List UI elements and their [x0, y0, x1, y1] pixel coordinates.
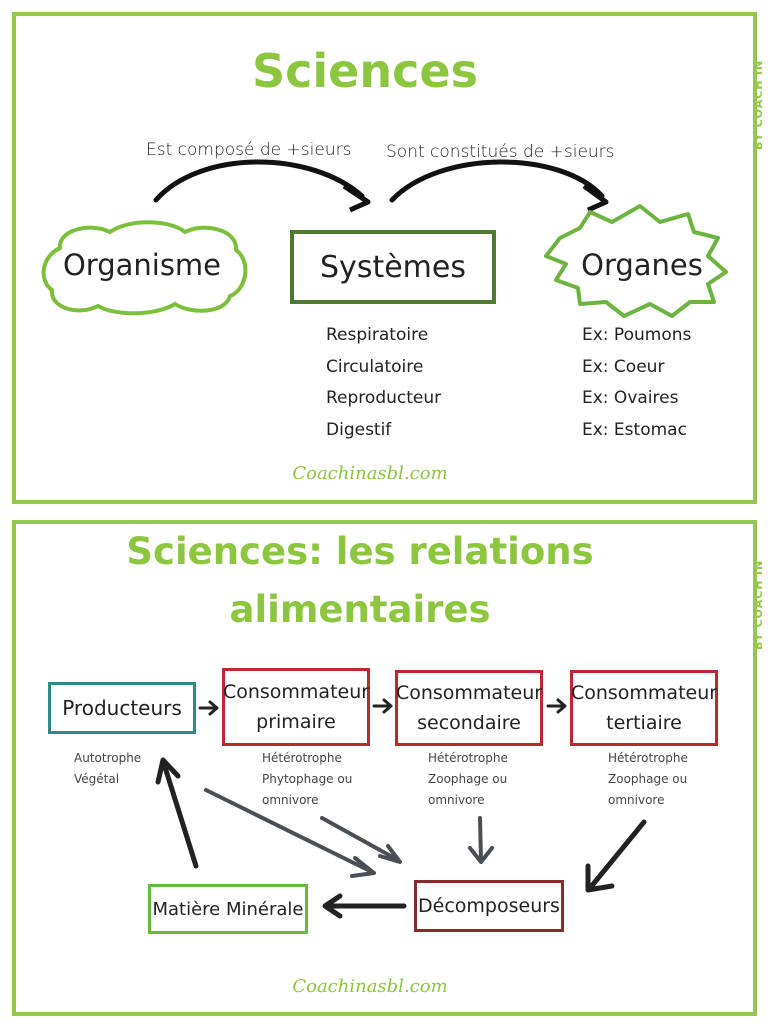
organes-label: Organes	[581, 248, 703, 282]
organe-item: Ex: Coeur	[582, 356, 665, 377]
primaire-desc: Hétérotrophe Phytophage ou omnivore	[262, 748, 352, 811]
organisme-label: Organisme	[62, 248, 222, 282]
desc-line: Phytophage ou	[262, 772, 353, 786]
desc-line: omnivore	[428, 793, 485, 807]
producteurs-desc: Autotrophe Végétal	[74, 748, 141, 790]
systeme-item: Digestif	[326, 419, 392, 440]
desc-line: Hétérotrophe	[262, 751, 342, 765]
desc-line: Végétal	[74, 772, 120, 786]
organe-item: Ex: Estomac	[582, 419, 687, 440]
primaire-box: Consommateur primaire	[222, 668, 370, 746]
systemes-box: Systèmes	[290, 230, 496, 304]
secondaire-label-2: secondaire	[417, 712, 521, 734]
producteurs-box: Producteurs	[48, 682, 196, 734]
secondaire-desc: Hétérotrophe Zoophage ou omnivore	[428, 748, 508, 811]
systemes-label: Systèmes	[320, 249, 466, 285]
primaire-label-1: Consommateur	[222, 681, 370, 703]
panel2-footer: Coachinasbl.com	[292, 976, 448, 997]
matiere-label: Matière Minérale	[152, 898, 304, 920]
systemes-list: Respiratoire Circulatoire Reproducteur D…	[326, 320, 441, 446]
panel1-title: Sciences	[252, 44, 478, 98]
desc-line: Zoophage ou	[428, 772, 508, 786]
primaire-label-2: primaire	[256, 711, 336, 733]
organes-list: Ex: Poumons Ex: Coeur Ex: Ovaires Ex: Es…	[582, 320, 691, 446]
panel-relations-alimentaires	[12, 520, 757, 1016]
desc-line: Hétérotrophe	[608, 751, 688, 765]
arrow-matiere-producteurs	[161, 761, 199, 869]
arrow-systemes-organes	[389, 159, 605, 203]
panel1-footer: Coachinasbl.com	[292, 463, 448, 484]
tertiaire-box: Consommateur tertiaire	[570, 670, 718, 746]
systeme-item: Circulatoire	[326, 356, 424, 377]
organes-burst	[544, 204, 728, 318]
systeme-item: Reproducteur	[326, 388, 442, 408]
arrow-secondaire-decomp	[478, 816, 483, 862]
decomposeurs-box: Décomposeurs	[414, 880, 564, 932]
desc-line: Autotrophe	[74, 751, 142, 765]
desc-line: omnivore	[262, 793, 319, 807]
secondaire-label-1: Consommateur	[395, 682, 543, 704]
arrow-primaire-decomp-b	[320, 816, 400, 862]
panel2-title-line2: alimentaires	[229, 588, 491, 631]
producteurs-label: Producteurs	[62, 696, 182, 720]
decomposeurs-label: Décomposeurs	[418, 895, 560, 917]
arrow-prod-primaire	[198, 700, 219, 716]
organisme-cloud	[41, 220, 248, 316]
panel2-title-line1: Sciences: les relations	[126, 530, 594, 573]
tertiaire-desc: Hétérotrophe Zoophage ou omnivore	[608, 748, 688, 811]
systeme-item: Respiratoire	[326, 325, 429, 345]
arrow-secondaire-tertiaire	[546, 698, 567, 714]
tertiaire-label-2: tertiaire	[606, 712, 682, 734]
desc-line: omnivore	[608, 793, 665, 807]
secondaire-box: Consommateur secondaire	[395, 670, 543, 746]
arrow-primaire-decomp-a	[204, 788, 374, 874]
organe-item: Ex: Poumons	[582, 325, 692, 345]
arrow1-label: Est composé de +sieurs	[146, 140, 352, 160]
arrow-organisme-systemes	[153, 159, 365, 203]
desc-line: Hétérotrophe	[428, 751, 508, 765]
desc-line: Zoophage ou	[608, 772, 688, 786]
arrow2-label: Sont constitués de +sieurs	[386, 142, 615, 162]
arrow-tertiaire-decomp	[587, 819, 647, 891]
organe-item: Ex: Ovaires	[582, 388, 679, 408]
tertiaire-label-1: Consommateur	[570, 682, 718, 704]
matiere-box: Matière Minérale	[148, 884, 308, 934]
arrow-primaire-secondaire	[372, 698, 393, 714]
